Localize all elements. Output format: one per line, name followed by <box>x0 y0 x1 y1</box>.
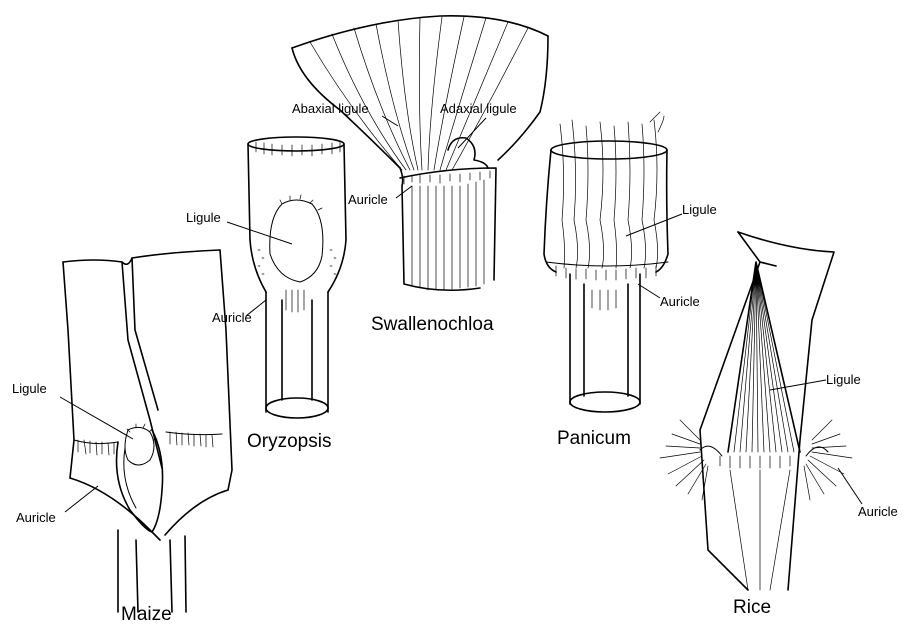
oryzopsis-illustration <box>248 137 346 418</box>
oryzopsis-ligule-label: Ligule <box>186 210 221 225</box>
panicum-illustration <box>544 112 668 412</box>
maize-illustration <box>63 250 232 612</box>
swallenochloa-abaxial-leader <box>382 116 398 126</box>
panicum-ligule-label: Ligule <box>682 202 717 217</box>
rice-name: Rice <box>733 597 771 618</box>
swallenochloa-name: Swallenochloa <box>371 314 494 335</box>
oryzopsis-name: Oryzopsis <box>247 431 331 452</box>
swallenochloa-illustration <box>292 16 548 290</box>
maize-auricle-label: Auricle <box>16 510 56 525</box>
panicum-auricle-label: Auricle <box>660 294 700 309</box>
maize-ligule-label: Ligule <box>12 381 47 396</box>
maize-ligule-leader <box>60 397 133 439</box>
panicum-auricle-leader <box>638 284 660 298</box>
rice-auricle-leader <box>838 468 862 504</box>
swallenochloa-auricle-leader <box>396 186 412 198</box>
oryzopsis-auricle-label: Auricle <box>212 310 252 325</box>
rice-illustration <box>660 232 852 590</box>
swallenochloa-auricle-label: Auricle <box>348 192 388 207</box>
swallenochloa-abaxial-label: Abaxial ligule <box>292 101 369 116</box>
rice-ligule-label: Ligule <box>826 372 861 387</box>
panicum-name: Panicum <box>557 428 631 449</box>
rice-auricle-label: Auricle <box>858 504 898 519</box>
oryzopsis-ligule-leader <box>227 222 292 244</box>
rice-ligule-leader <box>770 380 826 390</box>
maize-auricle-leader <box>65 486 98 512</box>
swallenochloa-adaxial-label: Adaxial ligule <box>440 101 517 116</box>
maize-name: Maize <box>121 604 172 624</box>
